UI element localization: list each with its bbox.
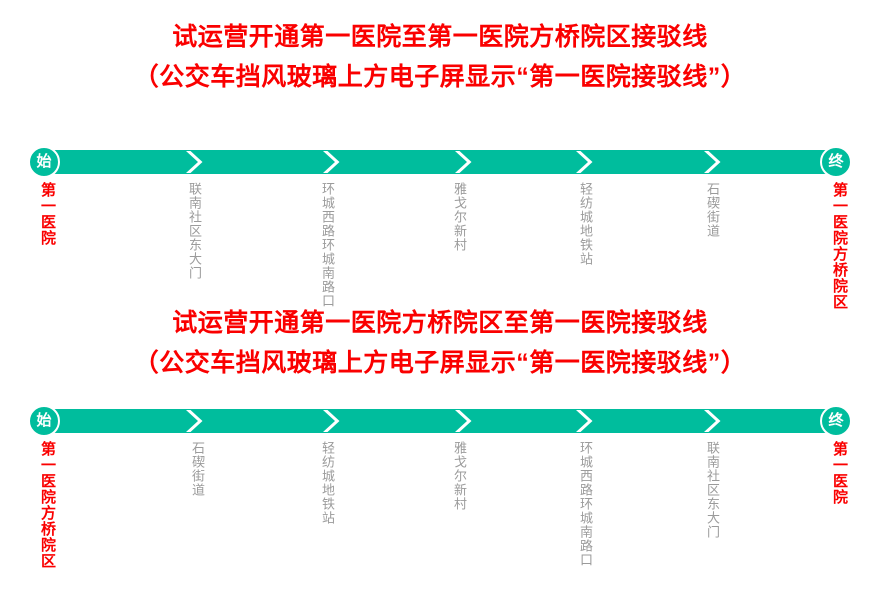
- route-end-badge: 终: [820, 146, 852, 178]
- route-outbound-title-block: 试运营开通第一医院至第一医院方桥院区接驳线 （公交车挡风玻璃上方电子屏显示“第一…: [0, 24, 880, 91]
- route-outbound-title-main: 试运营开通第一医院至第一医院方桥院区接驳线: [172, 23, 708, 51]
- direction-chevron-icon: [572, 409, 596, 433]
- station-label: 轻纺城地铁站: [578, 182, 593, 266]
- route-inbound-title-sub: （公交车挡风玻璃上方电子屏显示“第一医院接驳线”）: [133, 349, 747, 378]
- station-label: 联南社区东大门: [187, 182, 202, 280]
- route-outbound-diagram: 始 终 第一医院 联南社区东大门 环城西路环城南路口 雅戈尔新村 轻纺城地铁站 …: [0, 146, 880, 326]
- route-start-badge: 始: [28, 146, 60, 178]
- route-outbound-track-area: 始 终: [0, 146, 880, 180]
- route-track: [30, 150, 850, 174]
- direction-chevron-icon: [319, 150, 343, 174]
- route-inbound-track-area: 始 终: [0, 405, 880, 439]
- route-start-badge: 始: [28, 405, 60, 437]
- direction-chevron-icon: [319, 409, 343, 433]
- station-label: 环城西路环城南路口: [578, 441, 593, 567]
- station-label: 石碶街道: [190, 441, 205, 497]
- route-inbound-title-block: 试运营开通第一医院方桥院区至第一医院接驳线 （公交车挡风玻璃上方电子屏显示“第一…: [0, 310, 880, 377]
- station-label: 环城西路环城南路口: [320, 182, 335, 308]
- station-label: 联南社区东大门: [705, 441, 720, 539]
- direction-chevron-icon: [182, 409, 206, 433]
- route-end-badge: 终: [820, 405, 852, 437]
- station-label: 雅戈尔新村: [452, 441, 467, 511]
- route-inbound-title-main: 试运营开通第一医院方桥院区至第一医院接驳线: [172, 309, 708, 337]
- direction-chevron-icon: [700, 150, 724, 174]
- station-label: 石碶街道: [705, 182, 720, 238]
- direction-chevron-icon: [451, 150, 475, 174]
- station-label-terminal: 第一医院: [39, 182, 56, 246]
- station-label-terminal: 第一医院: [831, 441, 848, 505]
- route-inbound-diagram: 始 终 第一医院方桥院区 石碶街道 轻纺城地铁站 雅戈尔新村 环城西路环城南路口…: [0, 405, 880, 585]
- direction-chevron-icon: [182, 150, 206, 174]
- direction-chevron-icon: [451, 409, 475, 433]
- station-label: 轻纺城地铁站: [320, 441, 335, 525]
- station-label-terminal: 第一医院方桥院区: [39, 441, 56, 569]
- station-label: 雅戈尔新村: [452, 182, 467, 252]
- direction-chevron-icon: [572, 150, 596, 174]
- route-track: [30, 409, 850, 433]
- station-label-terminal: 第一医院方桥院区: [831, 182, 848, 310]
- direction-chevron-icon: [700, 409, 724, 433]
- route-outbound-title-sub: （公交车挡风玻璃上方电子屏显示“第一医院接驳线”）: [133, 63, 747, 92]
